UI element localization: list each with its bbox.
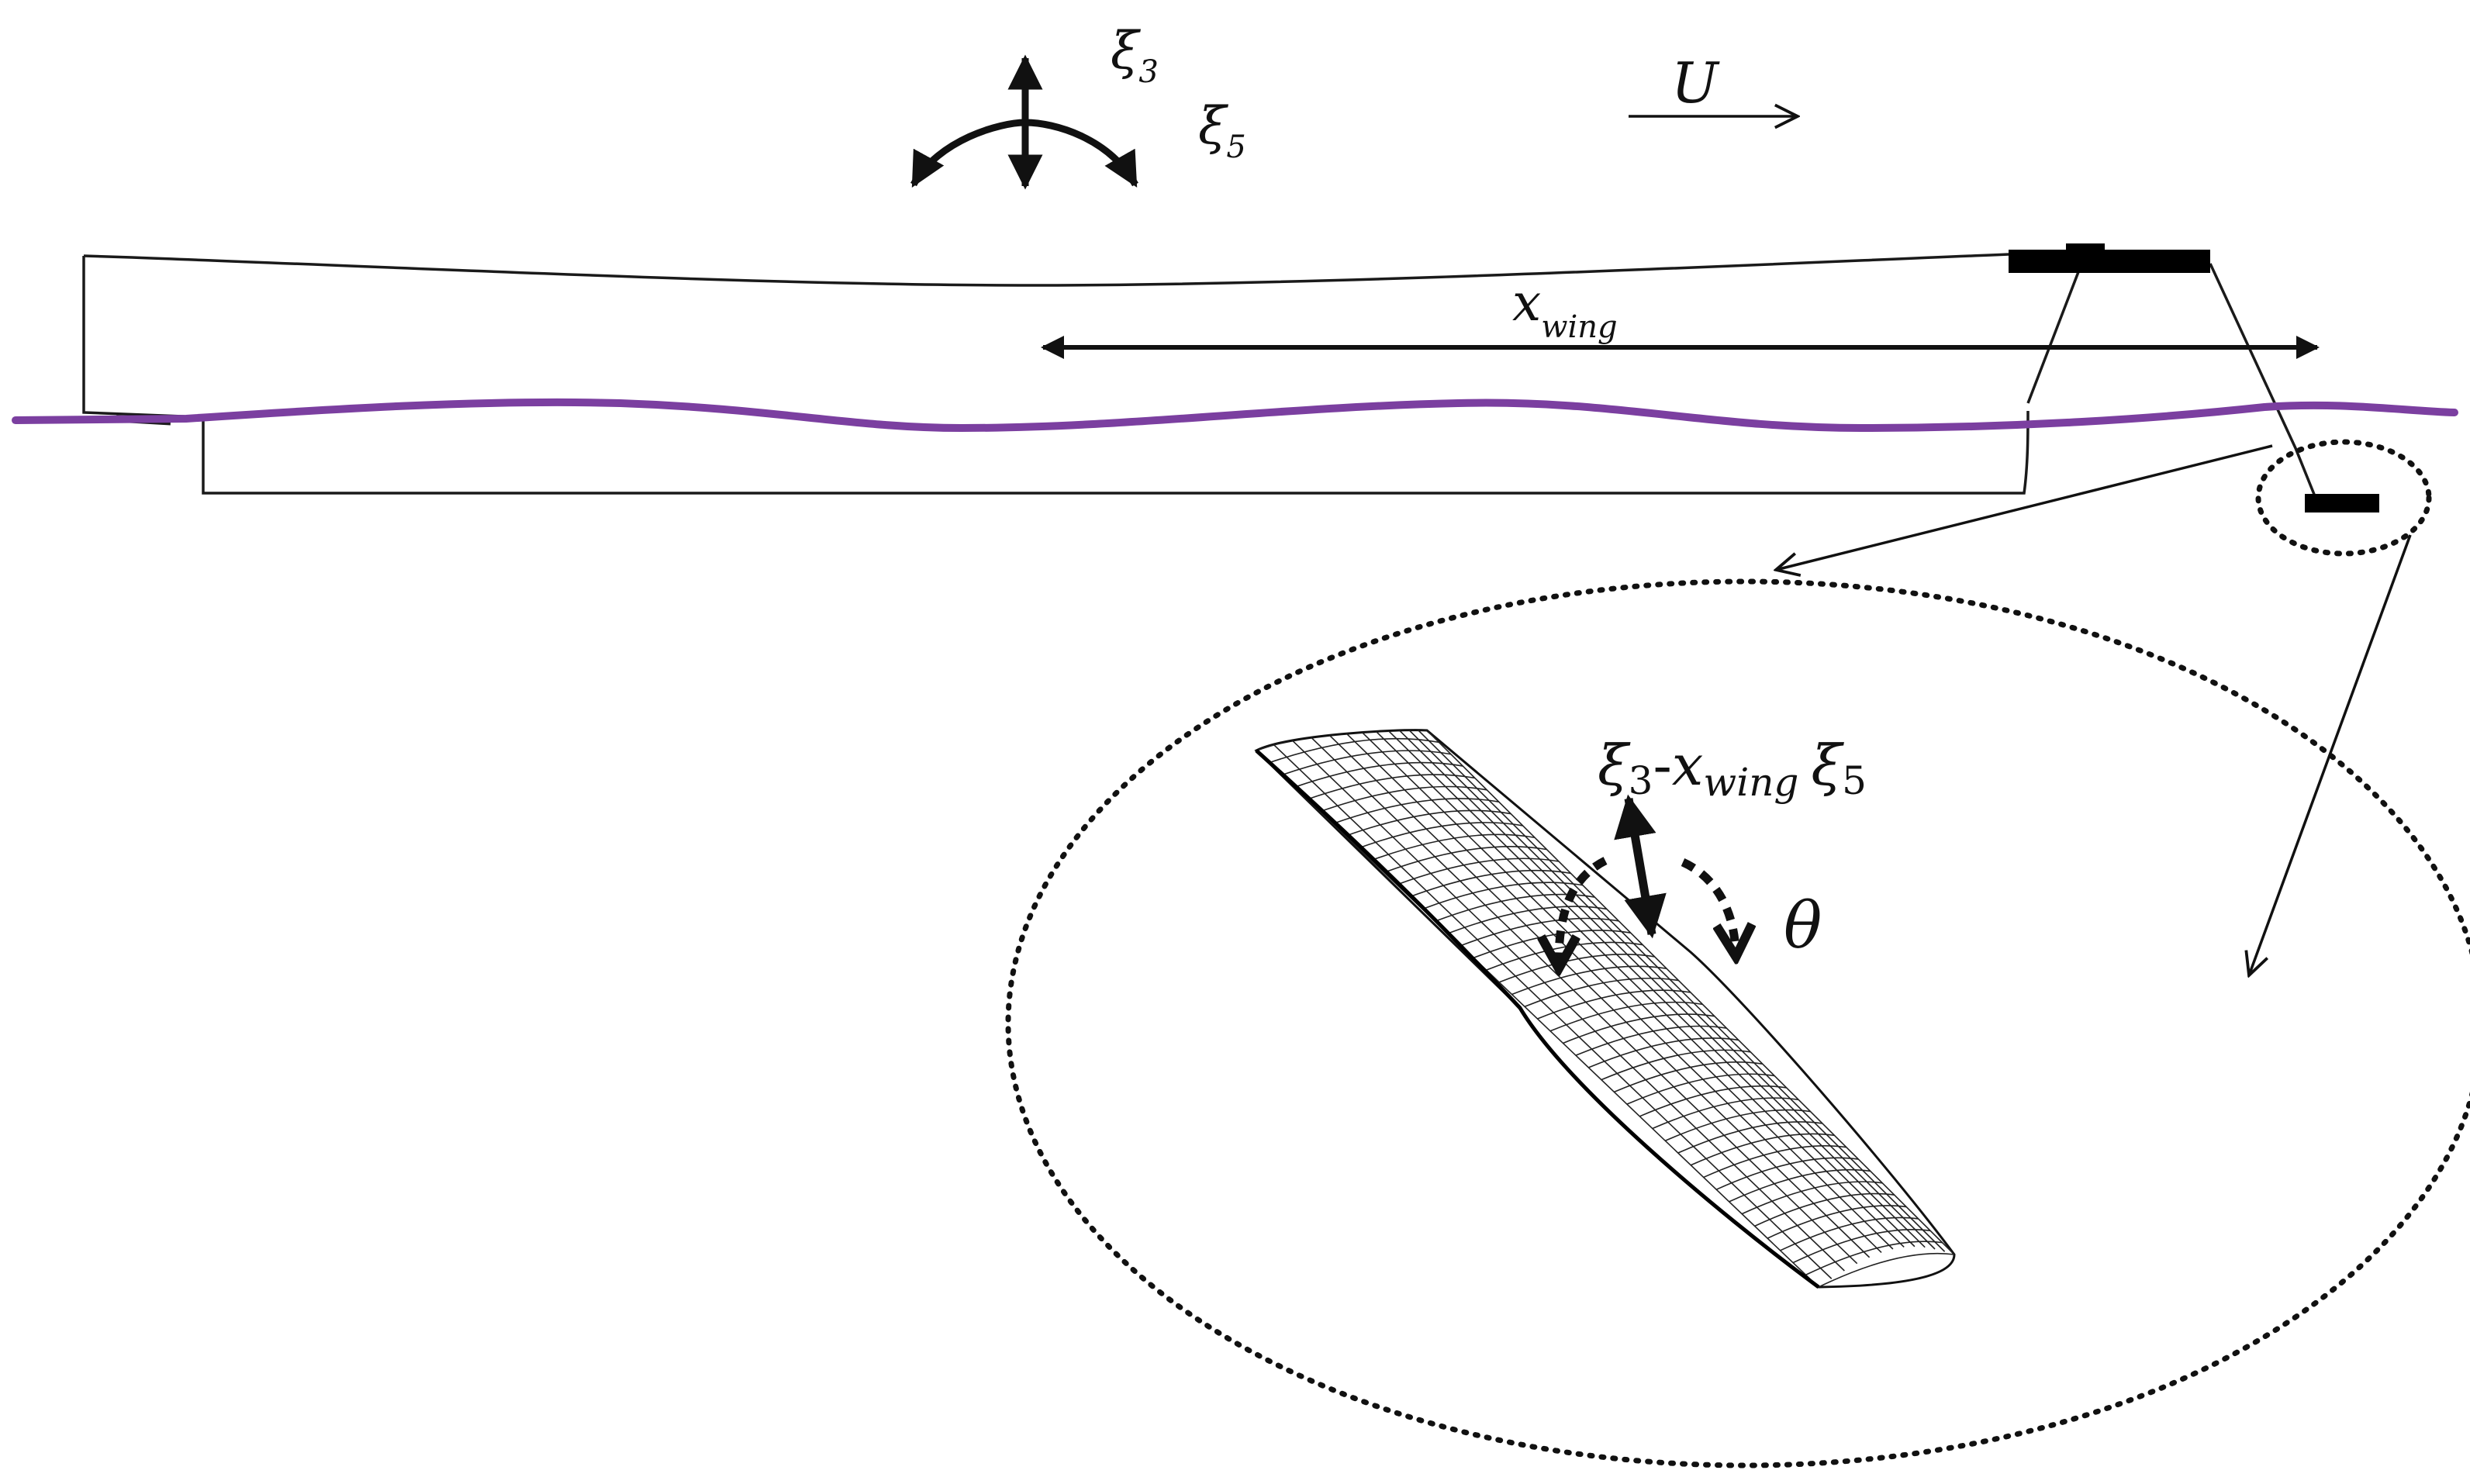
mesh-span-line (1401, 730, 1936, 1250)
ship-hull (82, 253, 2316, 497)
mesh-chord-line (1269, 737, 1439, 764)
mesh-chord-line (1780, 1217, 1919, 1251)
mesh-span-line (1426, 730, 1954, 1255)
mesh-chord-line (1396, 858, 1560, 885)
mesh-chord-line (1588, 1037, 1739, 1068)
mesh-chord-line (1639, 1085, 1787, 1117)
mesh-chord-line (1792, 1229, 1931, 1264)
zoom-arrow-left (1776, 444, 2273, 570)
mesh-chord-line (1767, 1205, 1907, 1239)
wing-pitch-label: θ (1784, 889, 1822, 963)
wing-pitch-arrow-left-icon (1559, 857, 1608, 961)
mesh-chord-line (1422, 882, 1584, 910)
mesh-chord-line (1320, 785, 1487, 813)
mesh-chord-line (1818, 1252, 1954, 1287)
mesh-chord-line (1626, 1073, 1775, 1105)
mesh-chord-line (1690, 1133, 1835, 1166)
mesh-chord-line (1715, 1157, 1859, 1190)
mesh-span-line (1303, 730, 1858, 1265)
mesh-chord-line (1741, 1181, 1883, 1215)
wing-pitch-arrow-right-icon (1681, 858, 1736, 950)
mesh-span-line (1347, 730, 1894, 1250)
mesh-chord-line (1256, 730, 1428, 751)
mesh-chord-line (1703, 1145, 1847, 1179)
mesh-span-line (1256, 750, 1819, 1287)
bow-foil-hub (2066, 243, 2105, 254)
local-heave-arrow-icon (1614, 794, 1667, 939)
mesh-chord-line (1563, 1013, 1715, 1044)
mesh-chord-line (1729, 1168, 1871, 1203)
mesh-chord-line (1549, 1001, 1703, 1032)
heave-pitch-indicator (910, 54, 1138, 190)
mesh-chord-line (1498, 954, 1655, 983)
mesh-span-line (1287, 736, 1845, 1272)
wing-foil (2305, 494, 2379, 512)
mesh-span-line (1388, 730, 1926, 1248)
mesh-chord-line (1371, 833, 1536, 861)
mesh-chord-line (1384, 846, 1547, 874)
mesh-span-line (1361, 730, 1905, 1248)
mesh-chord-line (1652, 1097, 1799, 1130)
mesh-chord-line (1754, 1192, 1895, 1227)
mesh-chord-line (1677, 1121, 1823, 1154)
heave-label: ξ3 (1111, 21, 1159, 90)
mesh-chord-line (1537, 989, 1691, 1020)
speed-label: U (1671, 50, 1720, 116)
pitch-label: ξ5 (1198, 96, 1246, 165)
mesh-chord-line (1435, 893, 1595, 922)
mesh-chord-line (1664, 1109, 1811, 1142)
mesh-chord-line (1614, 1061, 1763, 1093)
free-surface-wave (12, 398, 2458, 433)
mesh-chord-line (1332, 798, 1499, 825)
mesh-chord-line (1346, 809, 1511, 837)
mesh-span-line (1375, 730, 1916, 1248)
mesh-chord-line (1358, 822, 1523, 849)
mesh-span-line (1318, 730, 1871, 1258)
mesh-chord-line (1575, 1025, 1727, 1056)
zoom-source-ellipse-icon (2255, 439, 2432, 557)
mesh-chord-line (1409, 869, 1571, 898)
mesh-chord-line (1805, 1241, 1943, 1275)
mesh-chord-line (1460, 917, 1619, 947)
wing-position-label: xwing (1512, 273, 1618, 345)
zoom-detail-ellipse-icon (1005, 578, 2470, 1468)
mesh-chord-line (1511, 965, 1667, 996)
mesh-span-line (1414, 730, 1946, 1252)
bow-foil (2009, 250, 2210, 273)
mesh-chord-line (1524, 977, 1679, 1008)
mesh-chord-line (1294, 761, 1463, 788)
wing-mesh (1254, 729, 1956, 1289)
mesh-chord-line (1447, 906, 1607, 934)
pitch-arrow-icon (910, 119, 1138, 188)
mesh-span-line (1271, 743, 1833, 1279)
mesh-chord-line (1307, 774, 1475, 800)
mesh-chord-line (1281, 750, 1452, 776)
mesh-chord-line (1601, 1049, 1751, 1081)
mesh-span-line (1333, 730, 1882, 1254)
